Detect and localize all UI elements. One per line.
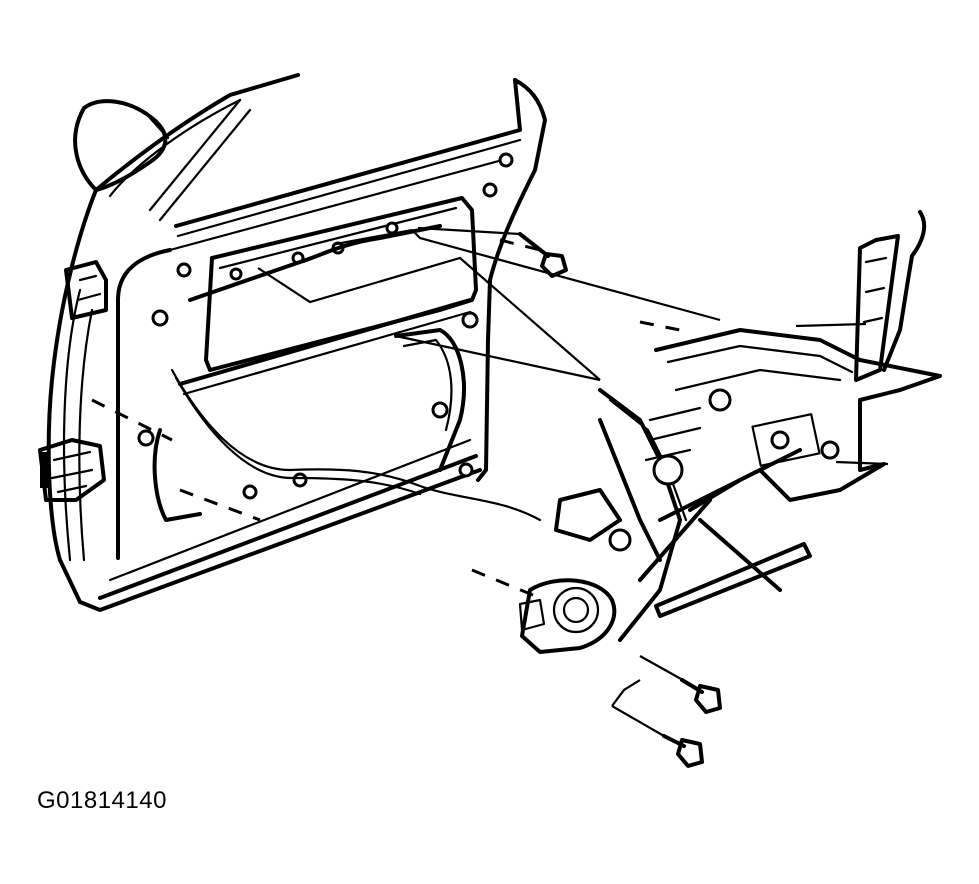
- bolt-upper: [518, 232, 568, 278]
- door-hinges: [38, 260, 108, 502]
- leader-lines: [257, 226, 889, 737]
- figure-id-label: G01814140: [37, 787, 167, 814]
- inner-panel: [152, 196, 478, 522]
- window-regulator: [598, 328, 942, 642]
- wiring-harness: [91, 224, 542, 522]
- bolt-lower-right: [680, 678, 722, 714]
- door-lock-rod: [854, 210, 927, 382]
- bolt-lower-left: [662, 734, 704, 768]
- regulator-motor: [518, 488, 622, 654]
- door-frame: [46, 73, 547, 612]
